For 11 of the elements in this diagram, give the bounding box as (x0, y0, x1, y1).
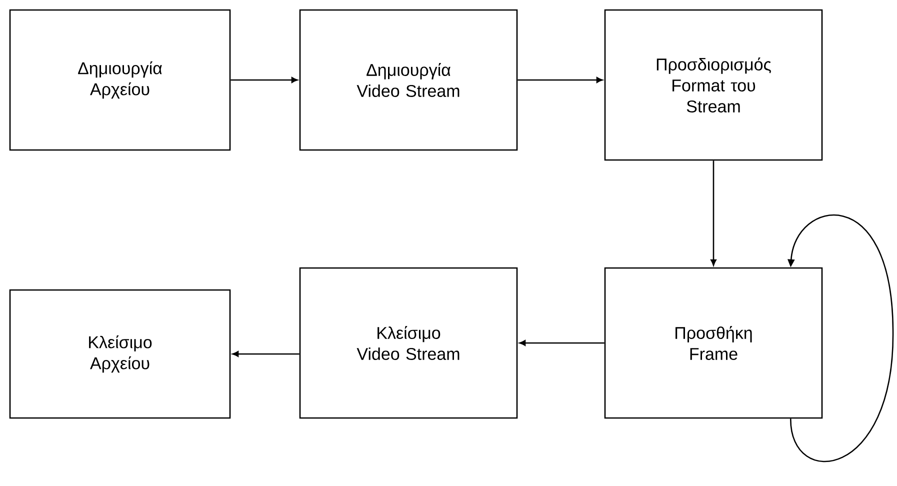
process-box: Κλείσιμο Αρχείου (9, 289, 231, 419)
arrow (232, 351, 300, 357)
arrow (519, 340, 604, 346)
process-box: Προσδιορισμός Format του Stream (604, 9, 823, 161)
arrow (230, 77, 298, 83)
process-box: Προσθήκη Frame (604, 267, 823, 419)
arrow (518, 77, 603, 83)
process-box: Κλείσιμο Video Stream (299, 267, 518, 419)
process-box: Δημιουργία Αρχείου (9, 9, 231, 151)
process-box: Δημιουργία Video Stream (299, 9, 518, 151)
arrow (710, 160, 716, 266)
